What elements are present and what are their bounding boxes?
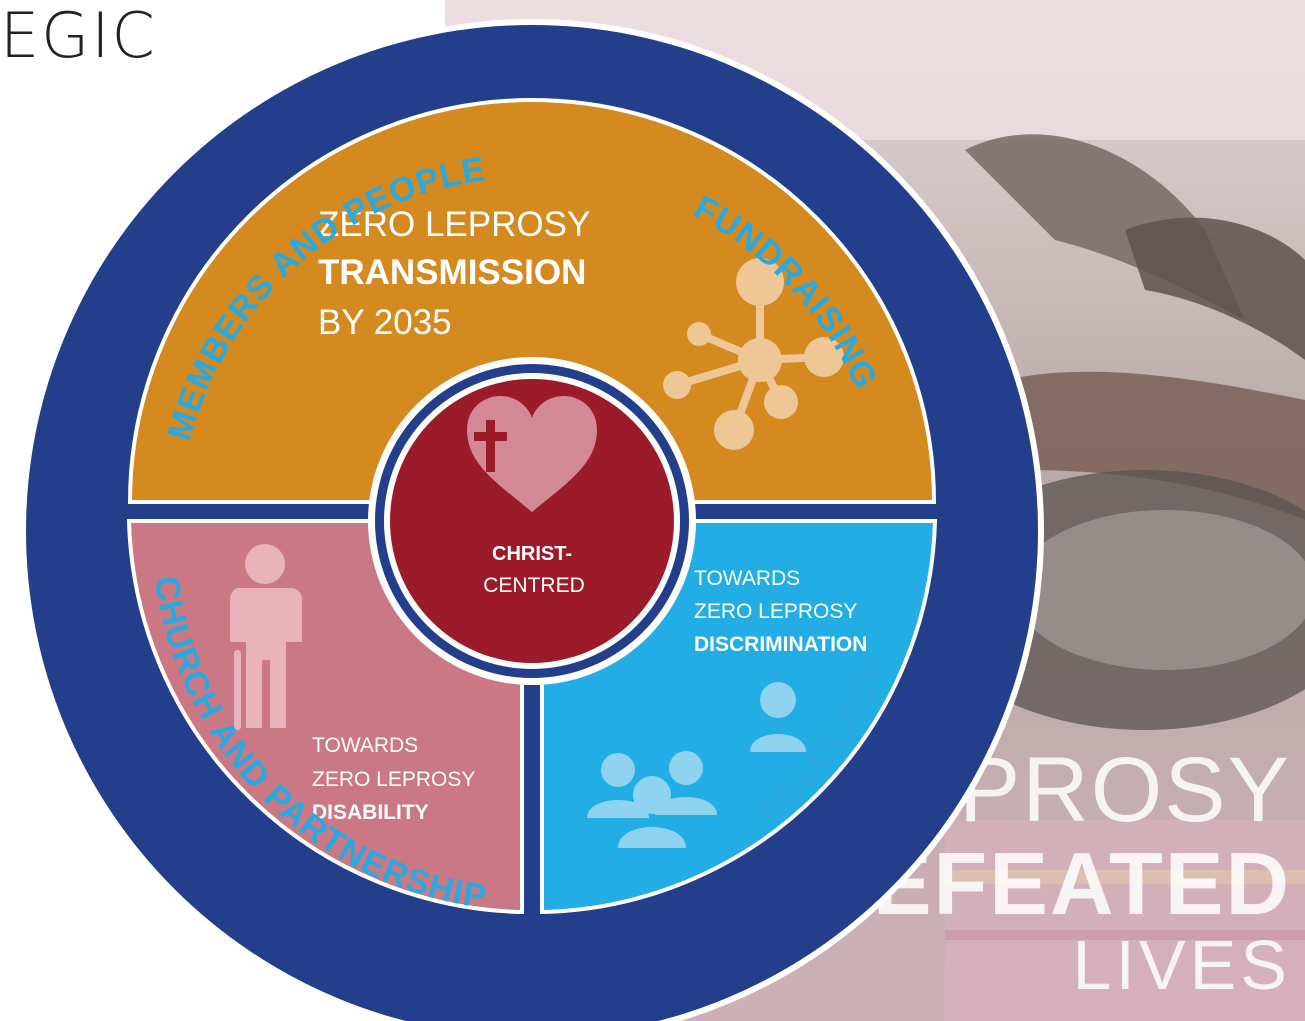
person-with-cane-icon [230, 544, 302, 730]
slogan-line-3: LIVES [1072, 926, 1291, 1004]
discrimination-line-1: TOWARDS [694, 567, 800, 590]
transmission-line-1: ZERO LEPROSY [318, 205, 590, 244]
center-label-line-1: CHRIST- [492, 543, 572, 565]
heart-cross-icon [467, 396, 597, 512]
network-icon [663, 258, 844, 450]
disability-line-3: DISABILITY [312, 801, 429, 824]
center-label-line-2: CENTRED [483, 574, 585, 597]
partial-heading: EGIC [0, 0, 157, 72]
transmission-line-2: TRANSMISSION [318, 253, 586, 292]
disability-line-1: TOWARDS [312, 734, 418, 757]
center-circle [390, 379, 674, 663]
segment-transmission [127, 98, 937, 504]
people-group-icon [587, 682, 806, 848]
discrimination-line-2: ZERO LEPROSY [694, 600, 857, 623]
transmission-line-3: BY 2035 [318, 303, 452, 342]
disability-line-2: ZERO LEPROSY [312, 768, 475, 791]
discrimination-line-3: DISCRIMINATION [694, 633, 867, 656]
